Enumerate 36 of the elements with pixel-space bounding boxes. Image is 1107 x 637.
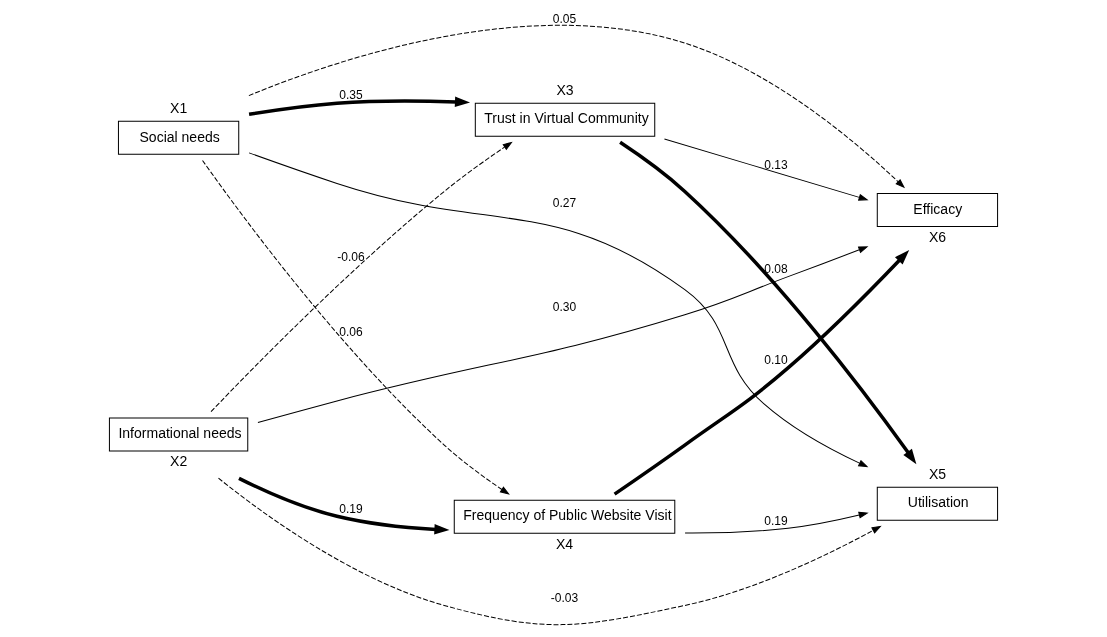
arrow xyxy=(210,141,512,412)
edge-label: 0.08 xyxy=(764,261,788,276)
arrow xyxy=(248,24,905,188)
node-label: X5 xyxy=(928,465,947,482)
node-label: X4 xyxy=(556,535,574,552)
edge-label: 0.19 xyxy=(764,513,788,528)
arrow xyxy=(257,245,868,423)
edge-label: 0.13 xyxy=(764,157,788,172)
node-box: Informational needs xyxy=(108,417,249,452)
edge-label: 0.27 xyxy=(552,195,577,210)
edge-label: -0.06 xyxy=(337,249,365,264)
edge-label: 0.10 xyxy=(764,352,788,367)
arrow xyxy=(613,249,910,496)
edge-label: 0.06 xyxy=(339,324,363,339)
edge-label: 0.19 xyxy=(339,501,363,516)
node-box: Efficacy xyxy=(876,192,999,227)
arrow xyxy=(663,137,868,201)
arrow xyxy=(248,96,471,116)
node-box: Trust in Virtual Community xyxy=(474,102,656,137)
node-label: X1 xyxy=(170,99,188,116)
arrow xyxy=(218,477,881,625)
edge-label: 0.30 xyxy=(552,299,577,314)
node-box: Frequency of Public Website Visit xyxy=(453,499,676,534)
arrow xyxy=(202,159,510,494)
edge-label: 0.05 xyxy=(552,11,577,26)
arrow xyxy=(619,140,917,464)
arrow xyxy=(684,511,868,534)
node-box: Utilisation xyxy=(876,486,999,521)
node-label: X2 xyxy=(170,452,188,469)
arrow xyxy=(248,151,868,467)
edge-label: 0.35 xyxy=(339,87,363,102)
node-box: Social needs xyxy=(117,120,240,155)
node-label: X6 xyxy=(928,228,947,245)
arrow xyxy=(238,476,450,535)
node-label: X3 xyxy=(556,81,574,98)
edge-label: -0.03 xyxy=(550,590,579,605)
